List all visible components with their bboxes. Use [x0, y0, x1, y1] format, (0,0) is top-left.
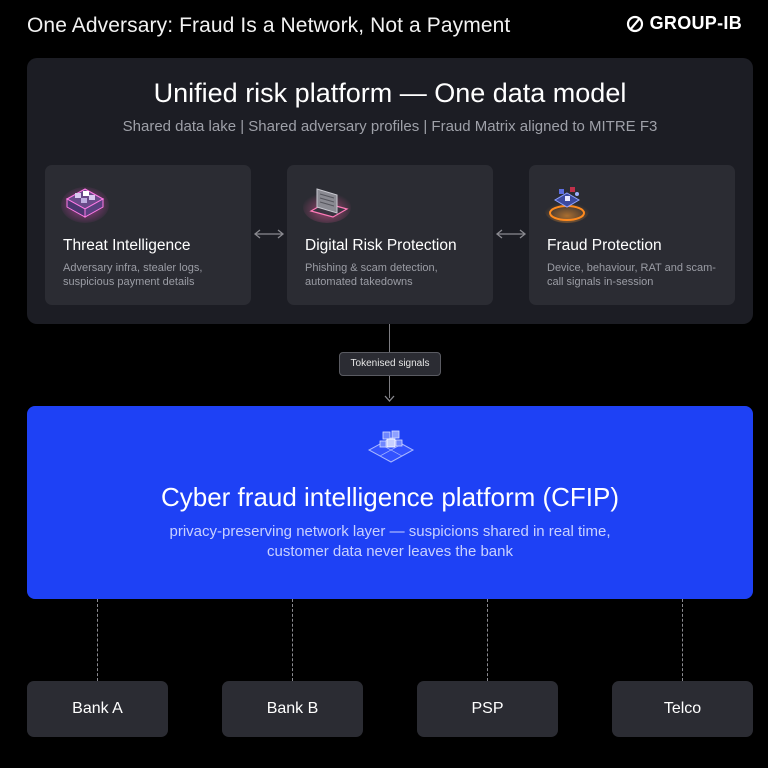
bidirectional-arrow-icon	[253, 229, 285, 239]
cube-grid-icon	[61, 187, 109, 223]
card-title: Threat Intelligence	[63, 237, 191, 254]
cfip-title: Cyber fraud intelligence platform (CFIP)	[160, 482, 620, 512]
network-ring-icon	[545, 187, 589, 223]
dashed-connector	[292, 599, 293, 681]
card-description: Adversary infra, stealer logs, suspiciou…	[63, 262, 203, 288]
dashed-connector	[682, 599, 683, 681]
participant-psp: PSP	[417, 681, 558, 737]
page-title: One Adversary: Fraud Is a Network, Not a…	[27, 14, 511, 37]
participant-bank-a: Bank A	[27, 681, 168, 737]
platform-title: Unified risk platform — One data model	[153, 78, 627, 108]
cfip-subtitle: privacy-preserving network layer — suspi…	[27, 522, 753, 562]
card-description: Phishing & scam detection, automated tak…	[305, 262, 438, 288]
logo-icon	[626, 15, 643, 32]
arrow-down-icon	[384, 395, 395, 402]
card-title: Fraud Protection	[547, 237, 662, 254]
tokenised-signals-label: Tokenised signals	[339, 352, 441, 376]
participant-telco: Telco	[612, 681, 753, 737]
dashed-connector	[487, 599, 488, 681]
dashed-connector	[97, 599, 98, 681]
device-panel-icon	[303, 188, 351, 223]
card-threat-intelligence: Threat Intelligence Adversary infra, ste…	[45, 165, 251, 305]
network-cube-icon	[367, 430, 415, 463]
logo-text: GROUP-IB	[649, 13, 742, 33]
bidirectional-arrow-icon	[495, 229, 527, 239]
connector-line-top	[389, 324, 390, 352]
card-description: Device, behaviour, RAT and scam-call sig…	[547, 262, 716, 288]
card-digital-risk-protection: Digital Risk Protection Phishing & scam …	[287, 165, 493, 305]
cfip-subtitle-line: privacy-preserving network layer — suspi…	[169, 523, 611, 540]
group-ib-logo: GROUP-IB	[626, 13, 742, 34]
card-title: Digital Risk Protection	[305, 237, 457, 254]
connector-line-bottom	[389, 376, 390, 398]
card-fraud-protection: Fraud Protection Device, behaviour, RAT …	[529, 165, 735, 305]
participant-bank-b: Bank B	[222, 681, 363, 737]
cfip-subtitle-line: customer data never leaves the bank	[267, 543, 513, 560]
platform-subtitle: Shared data lake | Shared adversary prof…	[122, 118, 658, 135]
cfip-panel: Cyber fraud intelligence platform (CFIP)…	[27, 406, 753, 599]
unified-risk-platform-panel: Unified risk platform — One data model S…	[27, 58, 753, 324]
